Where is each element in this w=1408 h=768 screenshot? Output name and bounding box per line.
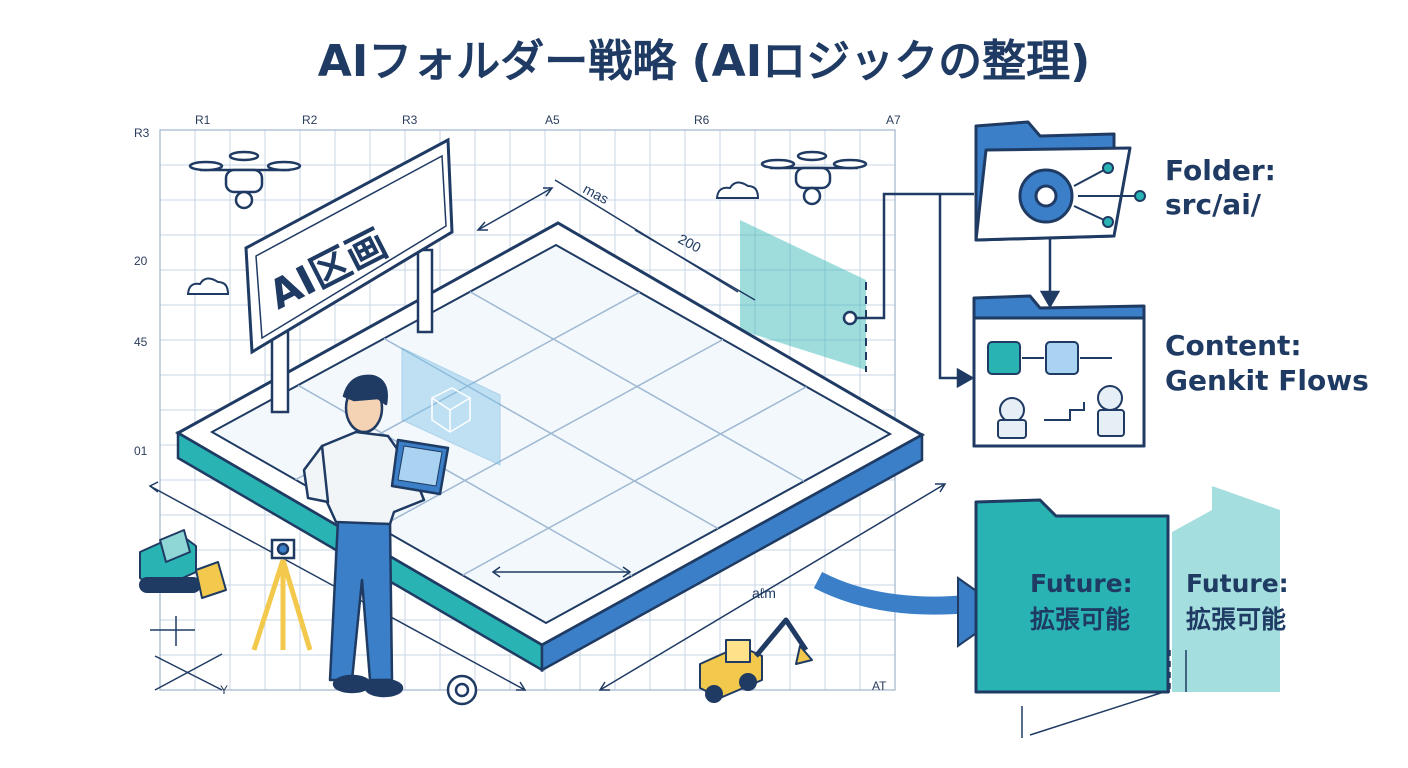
flow-diagram-icon — [987, 341, 1125, 439]
content-label: Content: — [1165, 329, 1302, 362]
dimension-label: mas — [581, 181, 612, 208]
platform-grid-line — [378, 338, 724, 529]
grid-label-top: R1 — [195, 113, 211, 127]
dimension-label: aℓm — [752, 585, 776, 601]
hologram-panel — [401, 347, 501, 466]
future-value: 拡張可能 — [1186, 605, 1286, 634]
future-arrow — [813, 571, 969, 615]
content-value: Genkit Flows — [1165, 364, 1369, 397]
grid-label-top: R2 — [302, 113, 318, 127]
teal-panel — [740, 220, 866, 370]
axis-label: Y — [220, 683, 228, 697]
axis-indicator — [150, 616, 223, 691]
future-dimension — [1021, 650, 1187, 738]
future-label: Future: — [1186, 569, 1289, 598]
future-folder-back — [1172, 486, 1280, 692]
connector-lines — [850, 192, 1061, 389]
grid-label-corner: AT — [872, 679, 887, 693]
platform-grid-line — [462, 386, 807, 576]
grid-border — [159, 129, 896, 691]
circuit-icon — [1073, 162, 1146, 228]
cloud-icon — [715, 181, 760, 199]
gear-icon — [446, 674, 478, 706]
platform-side-right — [540, 432, 924, 673]
connector-dot — [842, 310, 858, 326]
dimension-label: 200 — [676, 231, 704, 256]
grid-label-top: R6 — [694, 113, 710, 127]
folder-value: src/ai/ — [1165, 188, 1262, 221]
dimension-lines — [148, 179, 947, 691]
cloud-icon — [186, 277, 230, 295]
future-value: 拡張可能 — [1030, 605, 1130, 634]
hologram-cube-icon — [430, 387, 472, 433]
engineer-figure — [302, 374, 450, 698]
grid-label-left: 20 — [134, 254, 148, 268]
drone-icon — [188, 150, 302, 210]
gear-icon — [1018, 168, 1074, 224]
drone-icon — [760, 150, 868, 206]
grid-label-top: R3 — [402, 113, 418, 127]
grid-label-left: 01 — [134, 444, 148, 458]
bulldozer-icon — [139, 529, 227, 599]
platform-grid-line — [469, 291, 805, 482]
grid-label-top: A5 — [545, 113, 560, 127]
survey-tripod-icon — [251, 538, 313, 651]
excavator-icon — [699, 617, 813, 703]
grid-label-top: A7 — [886, 113, 901, 127]
page-title: AIフォルダー戦略 (AIロジックの整理) — [318, 36, 1090, 87]
grid-label-left: R3 — [134, 126, 150, 140]
folder-label: Folder: — [1165, 154, 1276, 187]
grid-label-left: 45 — [134, 335, 148, 349]
future-label: Future: — [1030, 569, 1133, 598]
future-folder — [974, 498, 1170, 694]
